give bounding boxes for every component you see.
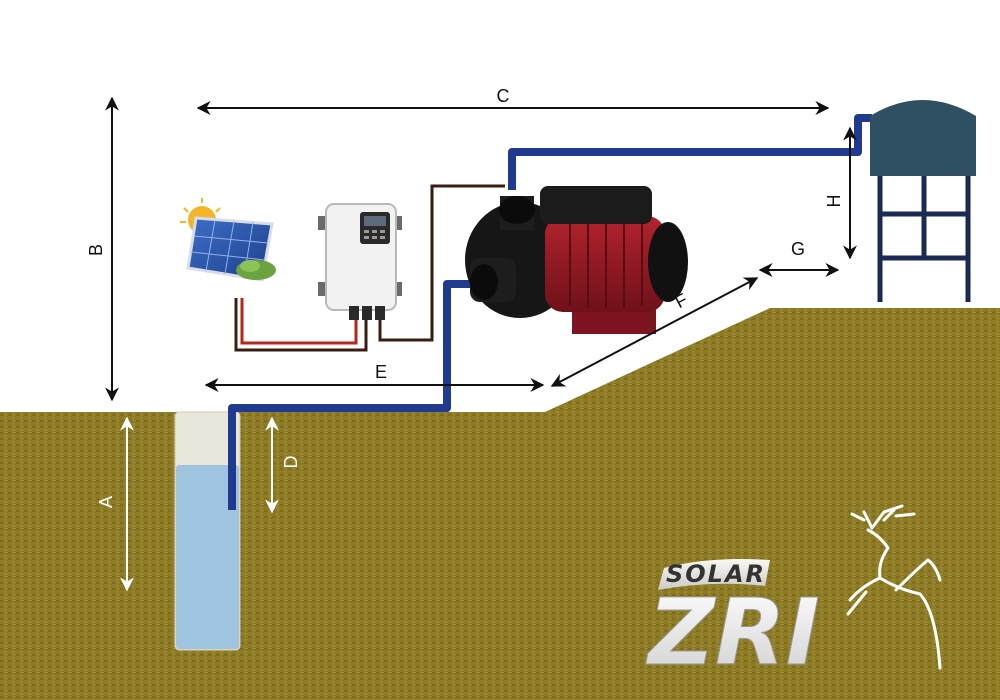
suction-pipe — [228, 280, 470, 510]
water-tank-icon — [870, 100, 976, 302]
dimension-label-c: C — [497, 86, 510, 106]
dimension-label-e: E — [375, 362, 387, 382]
logo-solar-text: SOLAR — [666, 560, 766, 588]
dimension-label-a: A — [96, 496, 116, 508]
ground — [0, 308, 1000, 700]
dimension-label-h: H — [824, 195, 844, 208]
solar-cable — [234, 298, 368, 352]
delivery-pipe — [508, 114, 872, 190]
deer-icon — [846, 504, 942, 670]
logo-swoosh — [658, 559, 770, 590]
brand-logo: SOLAR ZRI — [645, 504, 942, 687]
dimension-arrows — [105, 96, 857, 592]
dimension-label-b: B — [86, 244, 106, 256]
solar-panel-icon — [180, 198, 276, 282]
controller-icon — [318, 203, 402, 320]
dimension-f-arrow — [550, 277, 759, 387]
pump-icon — [465, 186, 688, 334]
dimension-label-g: G — [791, 239, 805, 259]
well-icon — [174, 411, 241, 651]
pump-cable — [378, 184, 505, 342]
logo-zri-text: ZRI — [645, 579, 820, 686]
dimension-label-d: D — [281, 456, 301, 469]
dimension-label-f: F — [672, 289, 691, 312]
